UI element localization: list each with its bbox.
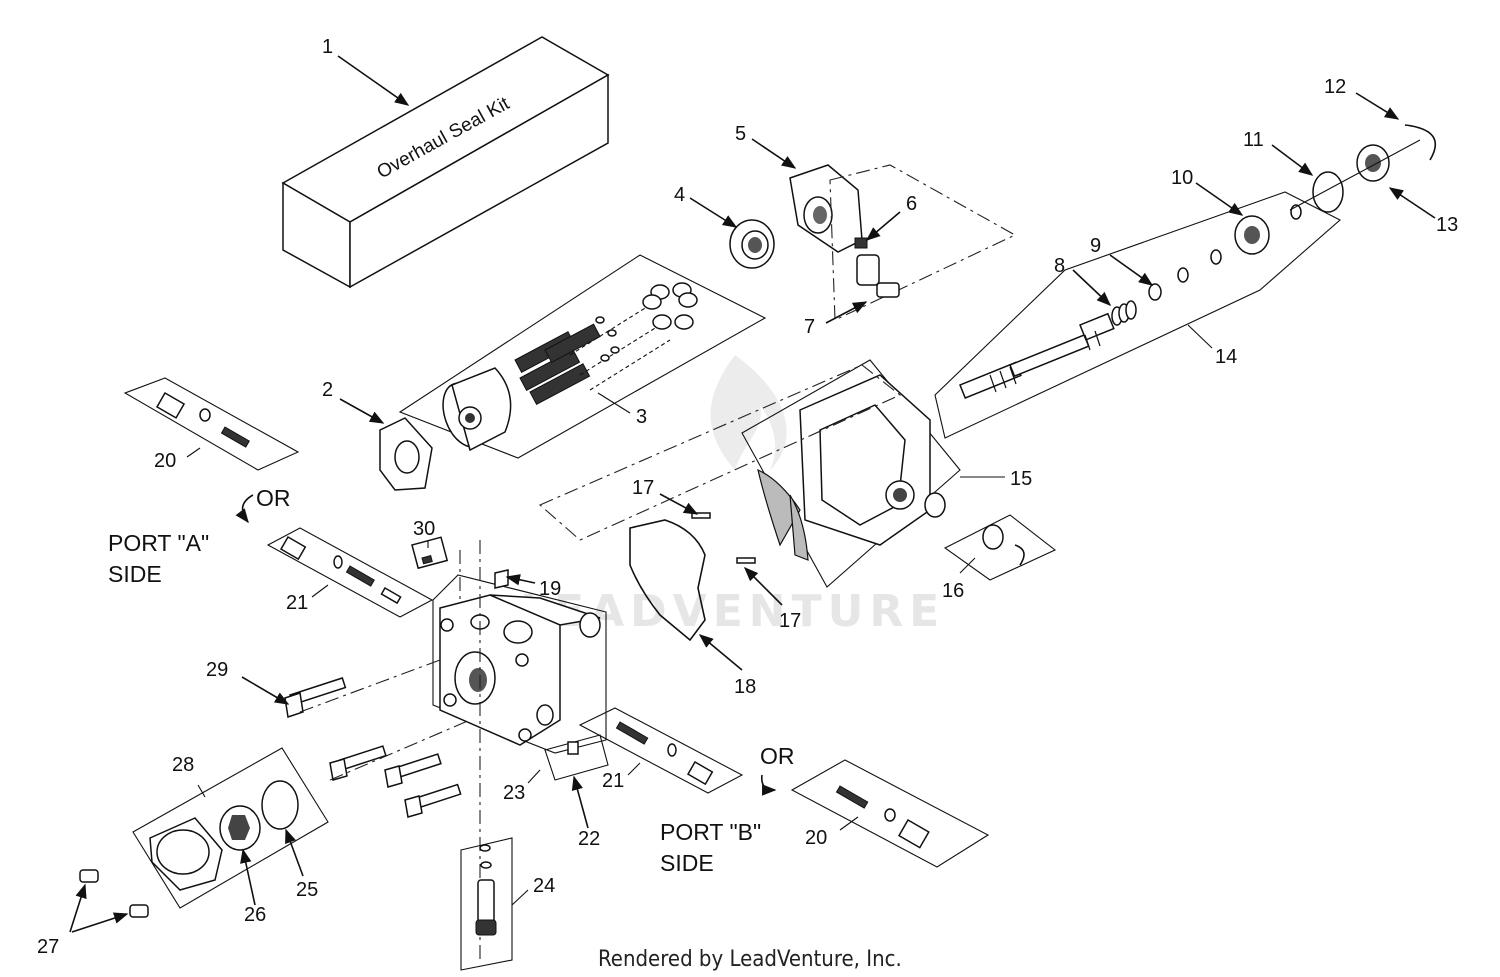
housing-gasket[interactable] (629, 519, 706, 642)
snap-ring[interactable] (1404, 124, 1437, 161)
callout-4[interactable]: 4 (674, 184, 685, 206)
callout-21-port-a[interactable]: 21 (286, 592, 308, 614)
port-b-line1: PORT "B" (660, 819, 761, 845)
callout-10[interactable]: 10 (1171, 167, 1193, 189)
callout-28[interactable]: 28 (172, 754, 194, 776)
callout-14[interactable]: 14 (1215, 346, 1237, 368)
bolts-set[interactable] (329, 745, 462, 818)
key-part[interactable] (854, 237, 868, 249)
charge-pump-cover-panel[interactable] (132, 747, 329, 909)
seal-kit-panel-16[interactable] (943, 514, 1057, 581)
callout-26[interactable]: 26 (244, 904, 266, 926)
shaft-seal[interactable] (1356, 144, 1390, 182)
leader-lines (69, 55, 1436, 933)
dowel-pin-upper[interactable] (691, 512, 711, 519)
cover-o-ring[interactable] (261, 780, 299, 830)
callout-5[interactable]: 5 (735, 123, 746, 145)
callout-6[interactable]: 6 (906, 193, 917, 215)
callout-numbers: 1 2 3 4 5 6 7 8 9 10 11 12 13 14 15 16 1… (37, 36, 1458, 958)
port-a-label: OR PORT "A" SIDE (108, 485, 291, 587)
relief-valve-panel-port-a[interactable] (266, 527, 434, 618)
callout-12[interactable]: 12 (1324, 76, 1346, 98)
callout-1[interactable]: 1 (322, 36, 333, 58)
callout-20-port-b[interactable]: 20 (805, 827, 827, 849)
port-a-line1: PORT "A" (108, 530, 209, 556)
callout-23[interactable]: 23 (503, 782, 525, 804)
label-decal[interactable] (411, 536, 449, 570)
port-a-line2: SIDE (108, 561, 162, 587)
callout-2[interactable]: 2 (322, 379, 333, 401)
plug-19[interactable] (494, 569, 509, 589)
gerotor-set[interactable] (219, 805, 261, 851)
callout-17-lower[interactable]: 17 (779, 610, 801, 632)
swash-plate[interactable] (379, 417, 433, 491)
callout-19[interactable]: 19 (539, 578, 561, 600)
callout-17-upper[interactable]: 17 (632, 477, 654, 499)
check-valve-panel-port-a[interactable] (123, 377, 300, 471)
retaining-ring[interactable] (1148, 283, 1162, 301)
rotating-kit-panel[interactable] (398, 254, 767, 459)
port-b-label: OR PORT "B" SIDE (660, 743, 795, 876)
callout-24[interactable]: 24 (533, 875, 555, 897)
trunnion-housing[interactable] (789, 164, 863, 253)
bolt-29[interactable] (284, 677, 347, 718)
trunnion-shaft[interactable] (856, 254, 900, 298)
callout-13[interactable]: 13 (1436, 214, 1458, 236)
relief-valve-panel-port-b[interactable] (578, 707, 744, 794)
center-section-block[interactable] (432, 574, 607, 754)
callout-25[interactable]: 25 (296, 879, 318, 901)
fitting-panel-22[interactable] (544, 734, 609, 781)
port-a-or: OR (256, 485, 291, 511)
bypass-valve-panel[interactable] (460, 837, 513, 971)
callout-29[interactable]: 29 (206, 659, 228, 681)
callout-18[interactable]: 18 (734, 676, 756, 698)
callout-9[interactable]: 9 (1090, 235, 1101, 257)
callout-22[interactable]: 22 (578, 828, 600, 850)
main-housing-panel[interactable] (741, 359, 961, 588)
callout-3[interactable]: 3 (636, 406, 647, 428)
dowel-pin-lower[interactable] (736, 557, 756, 564)
callout-20-port-a[interactable]: 20 (154, 450, 176, 472)
o-ring[interactable] (1312, 171, 1344, 213)
thrust-bearing[interactable] (729, 219, 775, 269)
callout-21-port-b[interactable]: 21 (602, 770, 624, 792)
spring[interactable] (1111, 300, 1137, 326)
callout-7[interactable]: 7 (804, 316, 815, 338)
port-b-or: OR (760, 743, 795, 769)
callout-8[interactable]: 8 (1054, 255, 1065, 277)
callout-16[interactable]: 16 (942, 580, 964, 602)
callout-11[interactable]: 11 (1243, 129, 1264, 151)
overhaul-seal-kit-box[interactable]: Overhaul Seal Kit (281, 36, 610, 289)
callout-27[interactable]: 27 (37, 936, 59, 958)
check-valve-panel-port-b[interactable] (790, 759, 990, 868)
input-shaft-assembly-panel[interactable] (934, 191, 1341, 439)
cover-screws[interactable] (79, 869, 149, 918)
callout-30[interactable]: 30 (413, 518, 435, 540)
port-b-line2: SIDE (660, 850, 714, 876)
footer-credit: Rendered by LeadVenture, Inc. (598, 947, 902, 972)
callout-15[interactable]: 15 (1010, 468, 1032, 490)
ball-bearing[interactable] (1234, 215, 1270, 255)
